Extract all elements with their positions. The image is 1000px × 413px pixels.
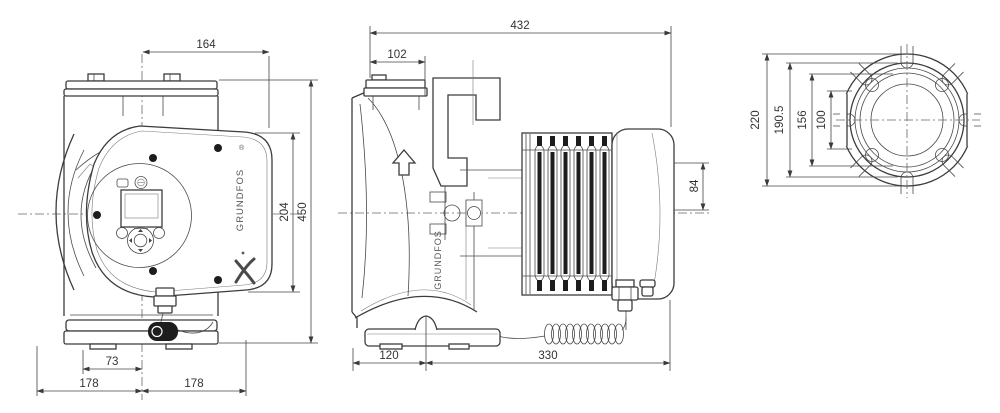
dim-flange-collar-diameter: 190.5	[774, 106, 786, 135]
dim-side-flange-offset: 102	[387, 49, 406, 61]
side-section-view: GRUNDFOS	[338, 20, 712, 371]
side-cable-gland	[611, 279, 656, 330]
side-motor-fins	[521, 132, 613, 296]
dim-side-terminal-height: 84	[689, 179, 701, 192]
front-dimensions: 164 450 204 73 178 178	[36, 39, 318, 396]
front-top-flange	[63, 73, 219, 97]
front-control-cover	[85, 125, 273, 298]
front-cable-plug	[148, 321, 214, 341]
dim-front-height-total: 450	[297, 202, 309, 221]
coiled-cable	[497, 317, 627, 345]
grundfos-logo-icon	[234, 251, 256, 285]
side-volute-body	[351, 91, 478, 328]
dim-front-height-control: 204	[279, 202, 291, 222]
flow-direction-arrow-icon	[391, 148, 417, 176]
side-motor-end-cap	[611, 128, 675, 300]
side-shaft-internals	[429, 169, 522, 257]
cover-screws	[93, 144, 222, 284]
fin-ribs	[534, 136, 610, 291]
status-window-icon	[116, 178, 129, 188]
flange-collar-notches	[865, 78, 949, 162]
dim-front-width-right: 178	[184, 378, 203, 390]
dim-flange-inner-diameter: 156	[797, 110, 809, 129]
flange-dimensions: 220 190.5 156 100	[750, 53, 902, 187]
control-display	[120, 189, 163, 228]
right-button	[153, 227, 165, 239]
dim-front-width-left: 178	[79, 378, 98, 390]
dim-flange-outer-diameter: 220	[750, 110, 762, 129]
front-view: GRUNDFOS ®	[18, 39, 318, 400]
front-volute-arcs	[55, 133, 97, 291]
nav-button-pad	[127, 227, 154, 254]
side-dimensions: 432 102 84 120 330	[352, 20, 709, 371]
side-brand-text: GRUNDFOS	[433, 230, 443, 290]
flange-end-view: 220 190.5 156 100	[750, 44, 981, 198]
registered-mark: ®	[239, 144, 245, 152]
side-flange-section-hatched	[432, 77, 501, 187]
left-button	[116, 227, 128, 239]
dim-side-foot-length: 120	[379, 350, 398, 362]
dim-front-width-top: 164	[196, 39, 216, 51]
front-brand-text: GRUNDFOS	[235, 169, 246, 231]
face-screw-icon	[134, 176, 148, 189]
front-bottom-flange	[63, 314, 219, 350]
dim-side-rear-length: 330	[538, 350, 557, 362]
front-cable-gland	[153, 287, 177, 323]
dim-side-length-total: 432	[510, 20, 529, 32]
dim-front-offset-base: 73	[106, 356, 119, 368]
front-control-face	[87, 163, 192, 268]
dim-flange-bore-diameter: 100	[816, 110, 828, 129]
side-top-flange	[363, 74, 428, 110]
side-foot	[364, 315, 501, 350]
